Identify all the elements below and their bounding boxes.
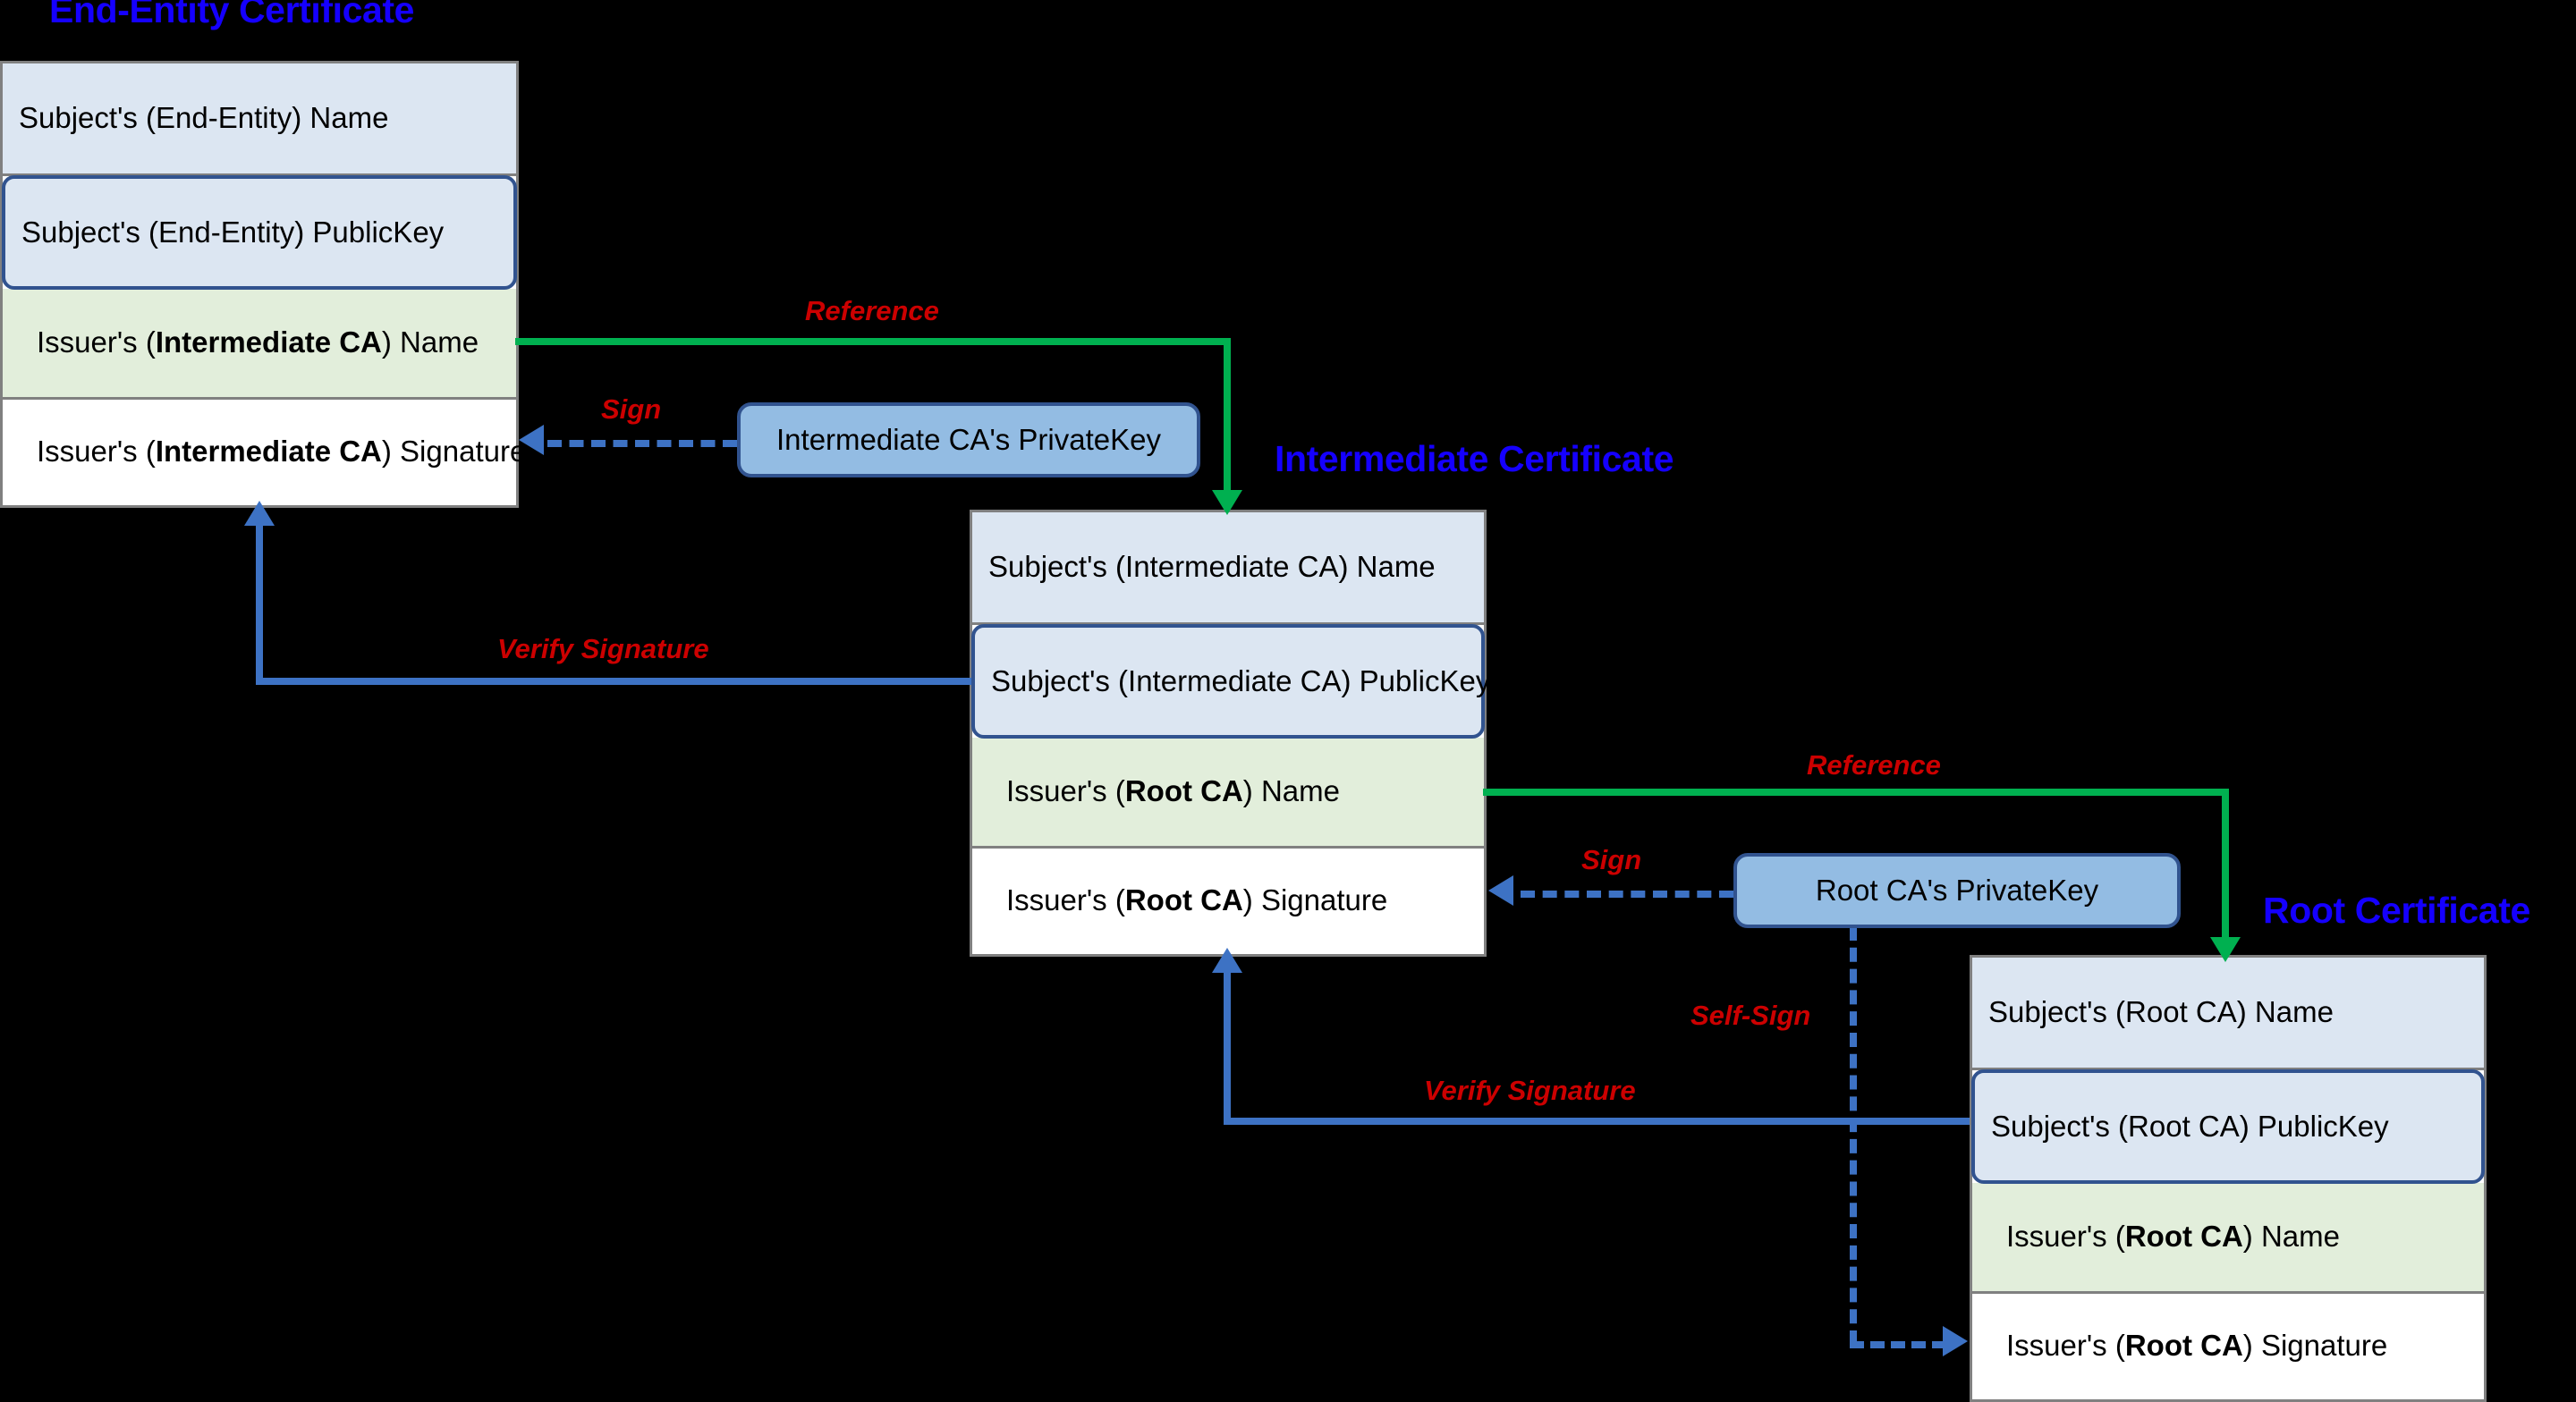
reference-edge-lower-horizontal bbox=[1483, 789, 2229, 796]
intermediate-issuer-signature-label: Issuer's (Root CA) Signature bbox=[1006, 883, 1388, 916]
intermediate-certificate-card: Subject's (Intermediate CA) Name Subject… bbox=[970, 510, 1490, 957]
verify-edge-upper-horizontal bbox=[256, 678, 973, 685]
end-entity-issuer-signature-row: Issuer's (Intermediate CA) Signature bbox=[3, 400, 526, 503]
verify-edge-upper-vertical bbox=[256, 524, 263, 685]
intermediate-issuer-name-label: Issuer's (Root CA) Name bbox=[1006, 774, 1340, 808]
sign-edge-upper-arrowhead bbox=[519, 425, 544, 455]
sign-edge-lower-arrowhead bbox=[1488, 875, 1513, 906]
end-entity-certificate-title: End-Entity Certificate bbox=[49, 0, 415, 30]
end-entity-subject-publickey-label: Subject's (End-Entity) PublicKey bbox=[21, 215, 445, 249]
sign-label-upper: Sign bbox=[601, 393, 662, 425]
reference-edge-upper-arrowhead bbox=[1212, 490, 1242, 515]
verify-edge-lower-vertical bbox=[1224, 971, 1231, 1125]
intermediate-subject-publickey-row: Subject's (Intermediate CA) PublicKey bbox=[971, 624, 1490, 739]
sign-edge-lower-dashed-line bbox=[1521, 891, 1733, 898]
end-entity-subject-name-label: Subject's (End-Entity) Name bbox=[19, 101, 389, 135]
intermediate-subject-name-row: Subject's (Intermediate CA) Name bbox=[972, 512, 1484, 625]
intermediate-ca-privatekey-box: Intermediate CA's PrivateKey bbox=[737, 402, 1200, 477]
root-issuer-name-label: Issuer's (Root CA) Name bbox=[2006, 1220, 2340, 1254]
verify-signature-label-lower: Verify Signature bbox=[1424, 1075, 1636, 1106]
self-sign-label: Self-Sign bbox=[1690, 1000, 1811, 1031]
intermediate-issuer-name-row: Issuer's (Root CA) Name bbox=[972, 738, 1484, 849]
intermediate-issuer-signature-row: Issuer's (Root CA) Signature bbox=[972, 849, 1484, 952]
root-subject-publickey-label: Subject's (Root CA) PublicKey bbox=[1991, 1109, 2389, 1143]
verify-edge-lower-horizontal bbox=[1224, 1118, 1970, 1125]
reference-label-lower: Reference bbox=[1807, 749, 1941, 781]
self-sign-edge-arrowhead bbox=[1943, 1326, 1968, 1356]
intermediate-certificate-title: Intermediate Certificate bbox=[1275, 438, 1674, 479]
reference-edge-upper-vertical bbox=[1224, 338, 1231, 499]
reference-edge-lower-vertical bbox=[2222, 789, 2229, 948]
root-ca-privatekey-label: Root CA's PrivateKey bbox=[1815, 874, 2099, 907]
end-entity-issuer-name-row: Issuer's (Intermediate CA) Name bbox=[3, 289, 516, 400]
root-certificate-title: Root Certificate bbox=[2263, 890, 2530, 931]
reference-edge-lower-arrowhead bbox=[2210, 937, 2241, 962]
root-ca-privatekey-box: Root CA's PrivateKey bbox=[1733, 853, 2181, 928]
root-issuer-signature-row: Issuer's (Root CA) Signature bbox=[1972, 1294, 2484, 1398]
intermediate-subject-publickey-label: Subject's (Intermediate CA) PublicKey bbox=[991, 663, 1491, 697]
end-entity-issuer-signature-label: Issuer's (Intermediate CA) Signature bbox=[37, 434, 527, 468]
self-sign-edge-horizontal bbox=[1850, 1341, 1946, 1348]
root-subject-publickey-row: Subject's (Root CA) PublicKey bbox=[1971, 1069, 2485, 1184]
verify-edge-lower-arrowhead bbox=[1212, 948, 1242, 973]
end-entity-subject-name-row: Subject's (End-Entity) Name bbox=[3, 63, 516, 176]
root-issuer-name-row: Issuer's (Root CA) Name bbox=[1972, 1183, 2484, 1294]
reference-edge-upper-horizontal bbox=[515, 338, 1231, 345]
sign-label-lower: Sign bbox=[1581, 844, 1642, 875]
verify-edge-upper-arrowhead bbox=[244, 501, 275, 526]
self-sign-edge-vertical bbox=[1850, 926, 1857, 1345]
end-entity-subject-publickey-row: Subject's (End-Entity) PublicKey bbox=[2, 175, 517, 290]
end-entity-certificate-card: Subject's (End-Entity) Name Subject's (E… bbox=[0, 61, 526, 508]
root-subject-name-label: Subject's (Root CA) Name bbox=[1988, 995, 2334, 1029]
intermediate-ca-privatekey-label: Intermediate CA's PrivateKey bbox=[776, 423, 1161, 456]
root-subject-name-row: Subject's (Root CA) Name bbox=[1972, 958, 2484, 1070]
root-issuer-signature-label: Issuer's (Root CA) Signature bbox=[2006, 1328, 2388, 1362]
intermediate-subject-name-label: Subject's (Intermediate CA) Name bbox=[988, 550, 1436, 584]
sign-edge-upper-dashed-line bbox=[547, 440, 737, 447]
reference-label-upper: Reference bbox=[805, 295, 939, 326]
end-entity-issuer-name-label: Issuer's (Intermediate CA) Name bbox=[37, 325, 479, 359]
verify-signature-label-upper: Verify Signature bbox=[497, 633, 709, 664]
root-certificate-card: Subject's (Root CA) Name Subject's (Root… bbox=[1970, 955, 2487, 1402]
